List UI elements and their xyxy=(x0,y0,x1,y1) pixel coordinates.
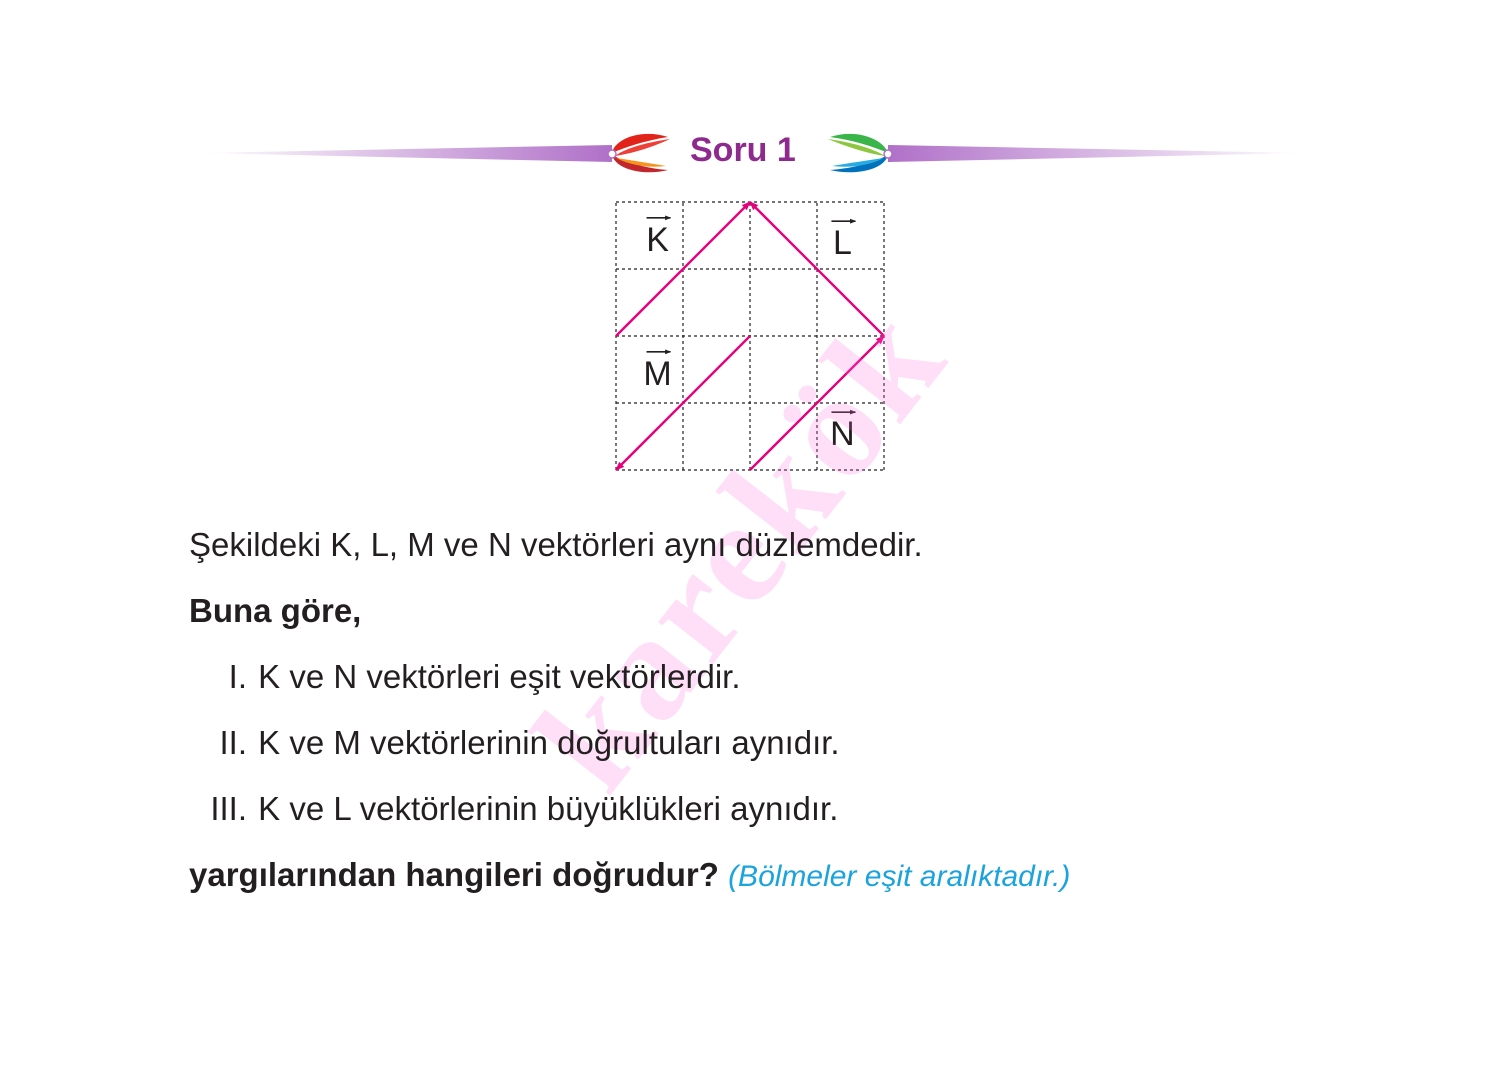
vector-label-k: K xyxy=(646,221,669,259)
statement-number: III. xyxy=(210,790,247,827)
statement-number: I. xyxy=(228,658,247,695)
statement-number: II. xyxy=(219,724,247,761)
vector-label-l: L xyxy=(833,224,852,262)
vector-label-m: M xyxy=(643,355,671,393)
vector-grid-figure: K L M N xyxy=(615,201,885,471)
banner-bar-left xyxy=(200,145,612,162)
vectors xyxy=(615,201,885,471)
statement-1: I. K ve N vektörleri eşit vektörlerdir. xyxy=(189,658,741,696)
left-swoosh-icon xyxy=(607,133,670,173)
vector-m xyxy=(615,335,751,471)
question-ask-text: yargılarından hangileri doğrudur? xyxy=(189,856,719,893)
statement-text: K ve M vektörlerinin doğrultuları aynıdı… xyxy=(258,724,840,761)
question-title: Soru 1 xyxy=(690,131,796,169)
question-lead: Buna göre, xyxy=(189,592,362,629)
banner-bar-right xyxy=(888,145,1305,162)
vector-l xyxy=(749,201,885,337)
question-intro: Şekildeki K, L, M ve N vektörleri aynı d… xyxy=(189,526,923,563)
right-swoosh-icon xyxy=(828,133,893,173)
vector-n xyxy=(749,335,885,471)
question-note: (Bölmeler eşit aralıktadır.) xyxy=(728,860,1071,893)
vector-labels: K L M N xyxy=(643,215,857,453)
statement-text: K ve N vektörleri eşit vektörlerdir. xyxy=(258,658,741,695)
statement-3: III. K ve L vektörlerinin büyüklükleri a… xyxy=(189,790,838,828)
statement-2: II. K ve M vektörlerinin doğrultuları ay… xyxy=(189,724,840,762)
vector-label-n: N xyxy=(830,415,855,453)
question-ask: yargılarından hangileri doğrudur? (Bölme… xyxy=(189,856,1070,894)
header-banner xyxy=(200,133,1305,173)
vector-k xyxy=(615,201,751,337)
statement-text: K ve L vektörlerinin büyüklükleri aynıdı… xyxy=(258,790,839,827)
